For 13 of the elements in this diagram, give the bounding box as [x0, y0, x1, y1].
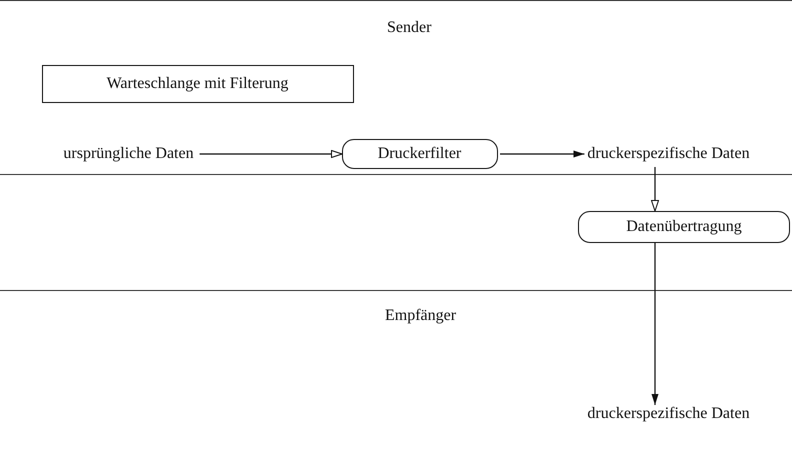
process-box: Warteschlange mit Filterung [42, 64, 354, 102]
process-box: Druckerfilter [342, 138, 498, 168]
data-label: druckerspezifische Daten [544, 142, 792, 164]
arrow [651, 167, 659, 212]
panel-heading: Empfänger [385, 307, 456, 325]
arrow [200, 150, 342, 158]
data-label: druckerspezifische Daten [544, 402, 792, 424]
panel-heading: Sender [387, 19, 432, 37]
arrow [652, 243, 658, 405]
arrow [500, 150, 584, 158]
sender-panel [0, 0, 792, 175]
process-box: Datenübertragung [578, 211, 790, 243]
data-label: ursprüngliche Daten [48, 142, 210, 164]
